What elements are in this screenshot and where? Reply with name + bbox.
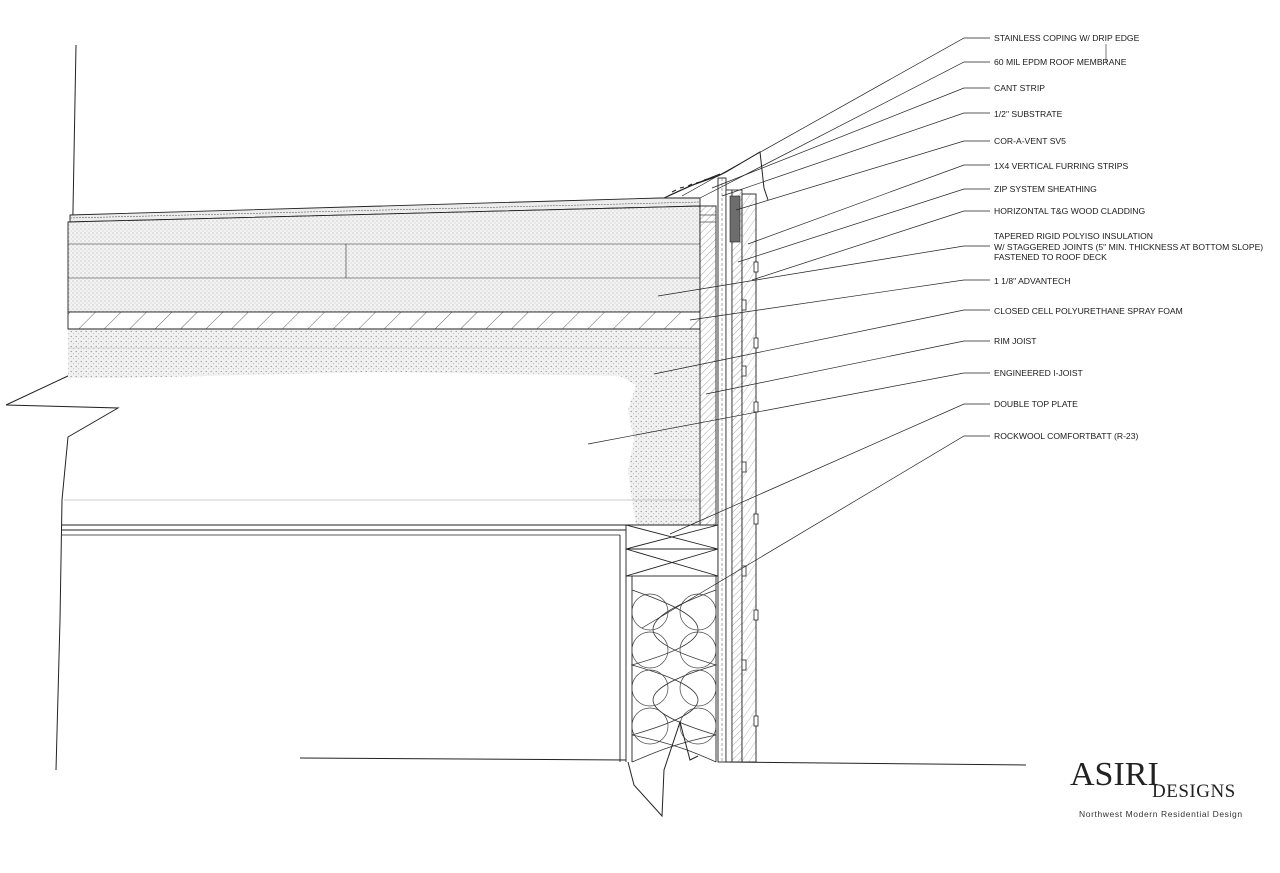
stainless-coping (663, 151, 769, 201)
break-line-left (5, 44, 120, 771)
callout-tapered-polyiso-line3: FASTENED TO ROOF DECK (994, 252, 1107, 262)
callout-stainless-coping: STAINLESS COPING W/ DRIP EDGE (994, 33, 1140, 43)
double-top-plate (625, 524, 719, 577)
wall-insulation (619, 535, 718, 763)
logo-name: ASIRI (1070, 756, 1159, 793)
leader-lines (587, 37, 1107, 629)
tapered-polyiso-insulation (67, 205, 701, 313)
floor-lines (299, 720, 1027, 818)
callout-double-top-plate: DOUBLE TOP PLATE (994, 399, 1078, 409)
spray-foam-cavity (62, 328, 700, 536)
rim-joist (699, 205, 717, 526)
logo-suffix: DESIGNS (1152, 781, 1236, 802)
callout-labels: STAINLESS COPING W/ DRIP EDGE 60 MIL EPD… (994, 33, 1263, 441)
callout-advantech: 1 1/8" ADVANTECH (994, 276, 1070, 286)
callout-tapered-polyiso-line2: W/ STAGGERED JOINTS (5" MIN. THICKNESS A… (994, 242, 1263, 252)
callout-substrate: 1/2" SUBSTRATE (994, 109, 1063, 119)
callout-i-joist: ENGINEERED I-JOIST (994, 368, 1084, 378)
roof-membrane (69, 197, 701, 223)
callout-cant-strip: CANT STRIP (994, 83, 1045, 93)
advantech-deck (67, 311, 701, 330)
callout-wood-cladding: HORIZONTAL T&G WOOD CLADDING (994, 206, 1146, 216)
exterior-wall-layers (717, 177, 759, 763)
callout-furring-strips: 1X4 VERTICAL FURRING STRIPS (994, 161, 1128, 171)
callout-epdm-membrane: 60 MIL EPDM ROOF MEMBRANE (994, 57, 1127, 67)
callout-cor-a-vent: COR-A-VENT SV5 (994, 136, 1066, 146)
logo-tagline: Northwest Modern Residential Design (1079, 809, 1243, 819)
callout-comfortbatt: ROCKWOOL COMFORTBATT (R-23) (994, 431, 1138, 441)
callout-tapered-polyiso-line1: TAPERED RIGID POLYISO INSULATION (994, 231, 1153, 241)
callout-rim-joist: RIM JOIST (994, 336, 1037, 346)
callout-zip-sheathing: ZIP SYSTEM SHEATHING (994, 184, 1097, 194)
callout-spray-foam: CLOSED CELL POLYURETHANE SPRAY FOAM (994, 306, 1183, 316)
